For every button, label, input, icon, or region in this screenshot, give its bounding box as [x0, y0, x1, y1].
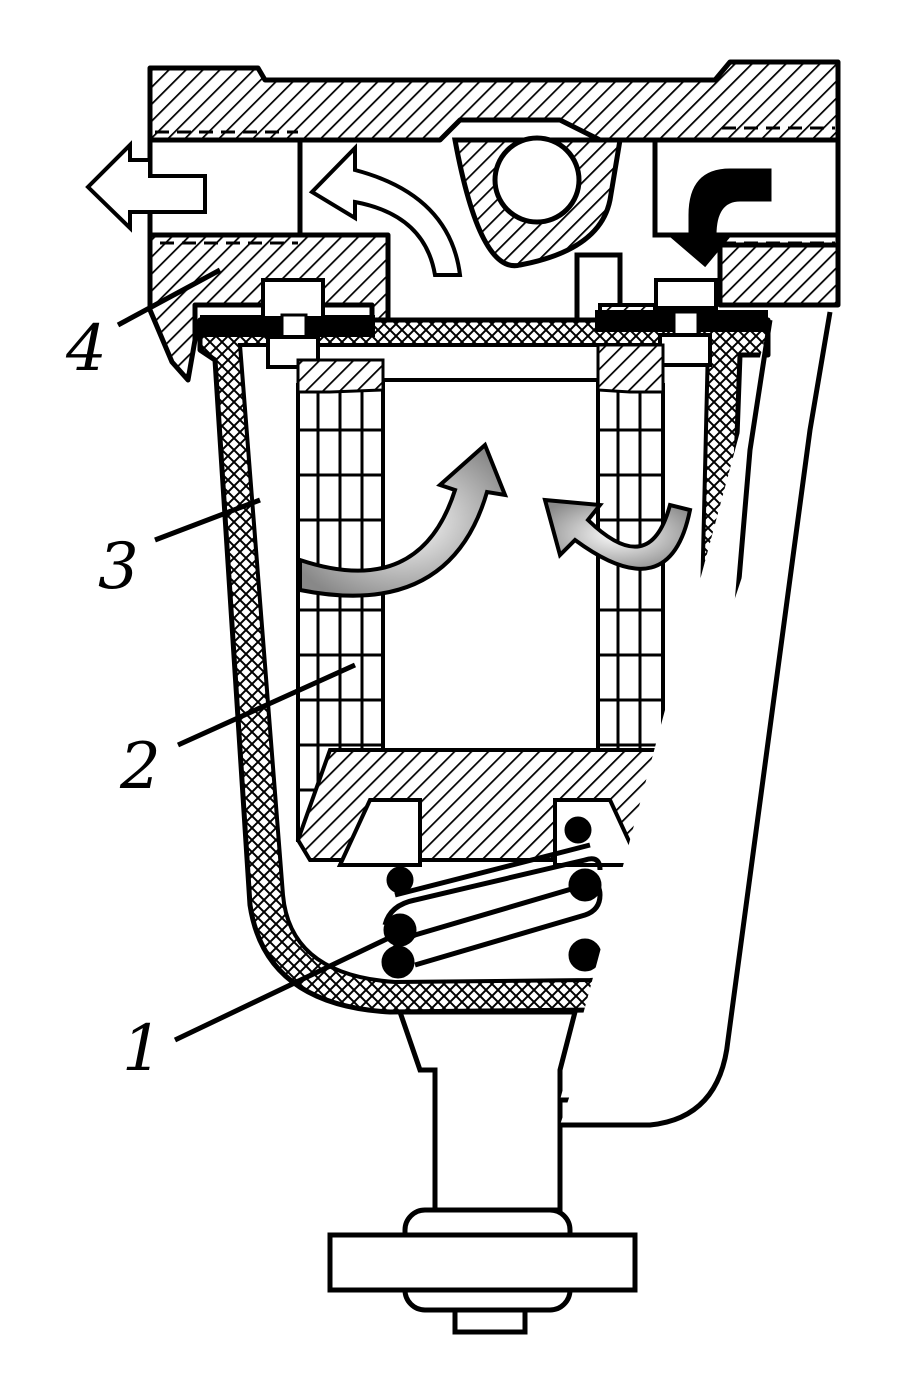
- drain-fitting: [327, 311, 833, 1335]
- flow-arrow-icon: [298, 441, 509, 598]
- callout-4: 4: [65, 267, 222, 386]
- spring: [381, 816, 603, 979]
- filter-element: [295, 343, 672, 867]
- callout-label-1: 1: [122, 1012, 163, 1086]
- flow-arrow-icon: [542, 497, 693, 571]
- inlet-arrow-icon: [665, 168, 772, 268]
- callout-2: 2: [119, 662, 357, 804]
- callout-3: 3: [98, 497, 261, 604]
- flow-arrow-icon: [308, 143, 463, 277]
- callout-1: 1: [122, 932, 397, 1086]
- callout-label-2: 2: [119, 730, 161, 804]
- callout-label-4: 4: [65, 312, 107, 386]
- callout-label-3: 3: [98, 530, 139, 604]
- bolt-left: [261, 278, 325, 369]
- outlet-arrow-icon: [85, 140, 207, 233]
